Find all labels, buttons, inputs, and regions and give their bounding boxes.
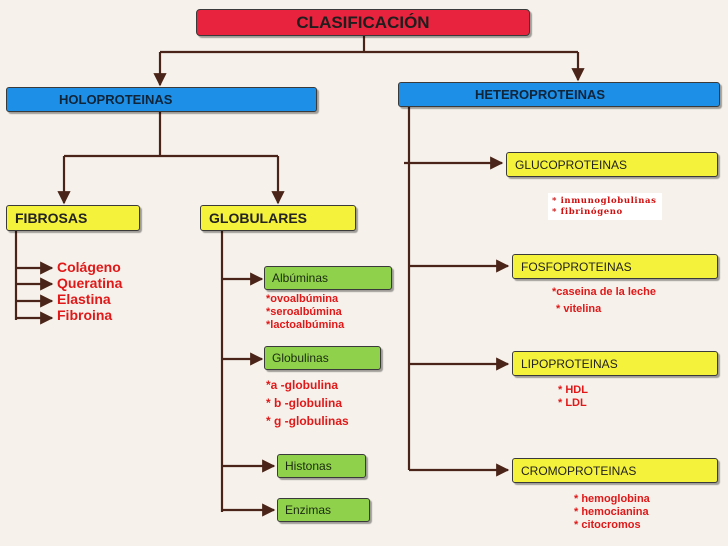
list-item: * g -globulinas	[266, 414, 349, 428]
albuminas-list: *ovoalbúmina *seroalbúmina *lactoalbúmin…	[266, 293, 344, 332]
list-item: * inmunoglobulinas	[552, 196, 657, 206]
fosfoproteinas-label: FOSFOPROTEINAS	[521, 259, 632, 274]
title-box: CLASIFICACIÓN	[196, 9, 530, 36]
list-item: Colágeno	[57, 259, 121, 275]
glucoproteinas-label: GLUCOPROTEINAS	[515, 157, 628, 172]
heteroproteinas-box: HETEROPROTEINAS	[398, 82, 720, 107]
globulares-box: GLOBULARES	[200, 205, 356, 231]
lipoproteinas-list: * HDL * LDL	[558, 384, 588, 410]
albuminas-label: Albúminas	[272, 271, 329, 285]
enzimas-box: Enzimas	[277, 498, 370, 522]
lipoproteinas-label: LIPOPROTEINAS	[521, 356, 618, 371]
globulinas-box: Globulinas	[264, 346, 381, 370]
fibrosas-list: Colágeno Queratina Elastina Fibroina	[57, 259, 122, 323]
list-item: *lactoalbúmina	[266, 319, 345, 331]
title-label: CLASIFICACIÓN	[296, 12, 430, 32]
list-item: *ovoalbúmina	[266, 293, 339, 305]
glucoproteinas-box: GLUCOPROTEINAS	[506, 152, 718, 177]
glucoproteinas-note: * inmunoglobulinas * fibrinógeno	[548, 193, 662, 220]
list-item: * HDL	[558, 384, 588, 396]
lipoproteinas-box: LIPOPROTEINAS	[512, 351, 718, 376]
fibrosas-box: FIBROSAS	[6, 205, 140, 231]
list-item: * b -globulina	[266, 396, 342, 410]
list-item: * hemoglobina	[574, 493, 650, 505]
list-item: *caseina de la leche	[552, 286, 656, 298]
list-item: Queratina	[57, 275, 123, 291]
cromoproteinas-list: * hemoglobina * hemocianina * citocromos	[574, 493, 650, 532]
cromoproteinas-box: CROMOPROTEINAS	[512, 458, 718, 483]
list-item: * LDL	[558, 397, 587, 409]
holoproteinas-label: HOLOPROTEINAS	[59, 92, 173, 107]
fosfoproteinas-box: FOSFOPROTEINAS	[512, 254, 718, 279]
list-item: * vitelina	[556, 303, 602, 315]
list-item: Fibroina	[57, 307, 113, 323]
fibrosas-label: FIBROSAS	[15, 210, 88, 226]
list-item: * hemocianina	[574, 506, 649, 518]
cromoproteinas-label: CROMOPROTEINAS	[521, 463, 637, 478]
fosfoproteinas-list: *caseina de la leche * vitelina	[552, 284, 656, 318]
list-item: * citocromos	[574, 519, 641, 531]
list-item: Elastina	[57, 291, 111, 307]
heteroproteinas-label: HETEROPROTEINAS	[475, 87, 606, 102]
list-item: *seroalbúmina	[266, 306, 342, 318]
enzimas-label: Enzimas	[285, 503, 332, 517]
globulinas-list: *a -globulina * b -globulina * g -globul…	[266, 376, 349, 430]
albuminas-box: Albúminas	[264, 266, 392, 290]
histonas-label: Histonas	[285, 459, 332, 473]
list-item: *a -globulina	[266, 378, 338, 392]
list-item: * fibrinógeno	[552, 207, 623, 217]
globulares-label: GLOBULARES	[209, 210, 307, 226]
histonas-box: Histonas	[277, 454, 366, 478]
holoproteinas-box: HOLOPROTEINAS	[6, 87, 317, 112]
globulinas-label: Globulinas	[272, 351, 329, 365]
